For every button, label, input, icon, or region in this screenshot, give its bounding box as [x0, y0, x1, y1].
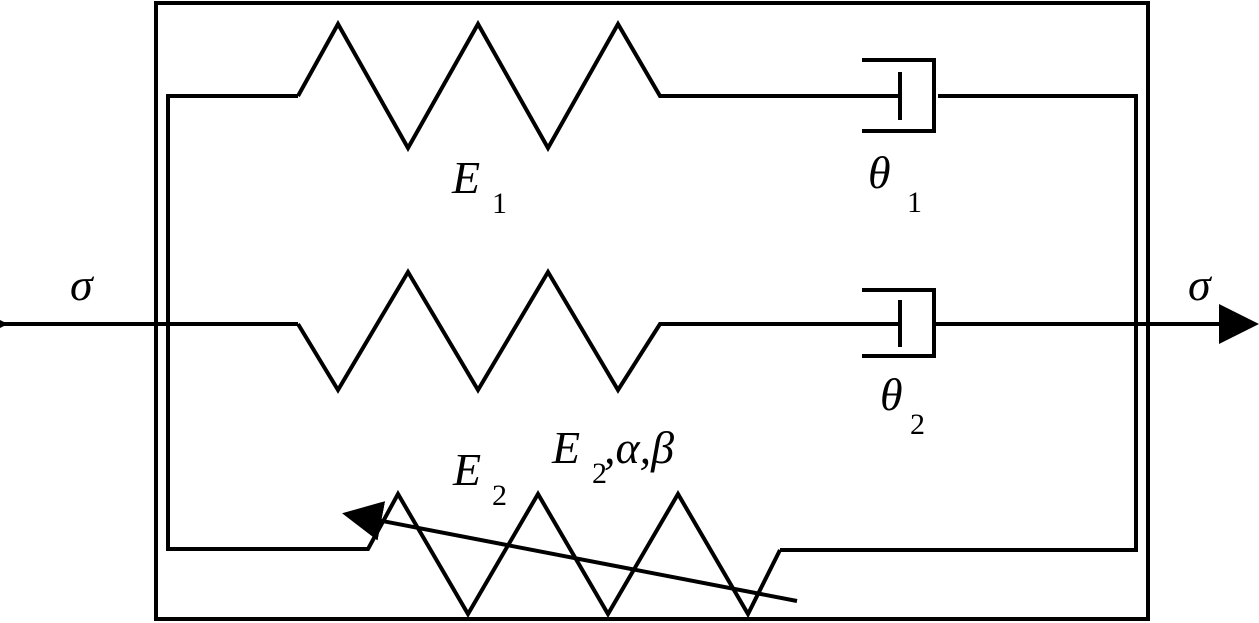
svg-text:θ: θ — [880, 369, 903, 420]
label-theta1: θ 1 — [868, 147, 922, 219]
spring-middle — [296, 268, 900, 394]
svg-text:E: E — [452, 444, 481, 495]
stress-label-right: σ — [1188, 259, 1213, 310]
label-e2-alpha-beta: E 2 ,α,β — [551, 422, 674, 490]
svg-text:1: 1 — [907, 186, 922, 219]
svg-text:,α,β: ,α,β — [604, 422, 674, 473]
label-e1: E 1 — [451, 152, 507, 220]
svg-text:2: 2 — [910, 408, 925, 441]
stress-label-left: σ — [70, 259, 95, 310]
dashpot-theta1 — [862, 58, 936, 133]
variable-spring-arrow — [342, 501, 798, 603]
svg-text:E: E — [451, 152, 480, 203]
label-theta2: θ 2 — [880, 369, 925, 441]
spring-e1 — [296, 19, 900, 153]
outer-frame — [154, 1, 1150, 621]
svg-text:θ: θ — [868, 147, 891, 198]
svg-text:1: 1 — [492, 187, 507, 220]
svg-text:E: E — [551, 422, 580, 473]
label-e2: E 2 — [452, 444, 507, 512]
svg-text:2: 2 — [592, 457, 607, 490]
svg-text:2: 2 — [492, 479, 507, 512]
spring-e2-variable — [268, 489, 782, 619]
